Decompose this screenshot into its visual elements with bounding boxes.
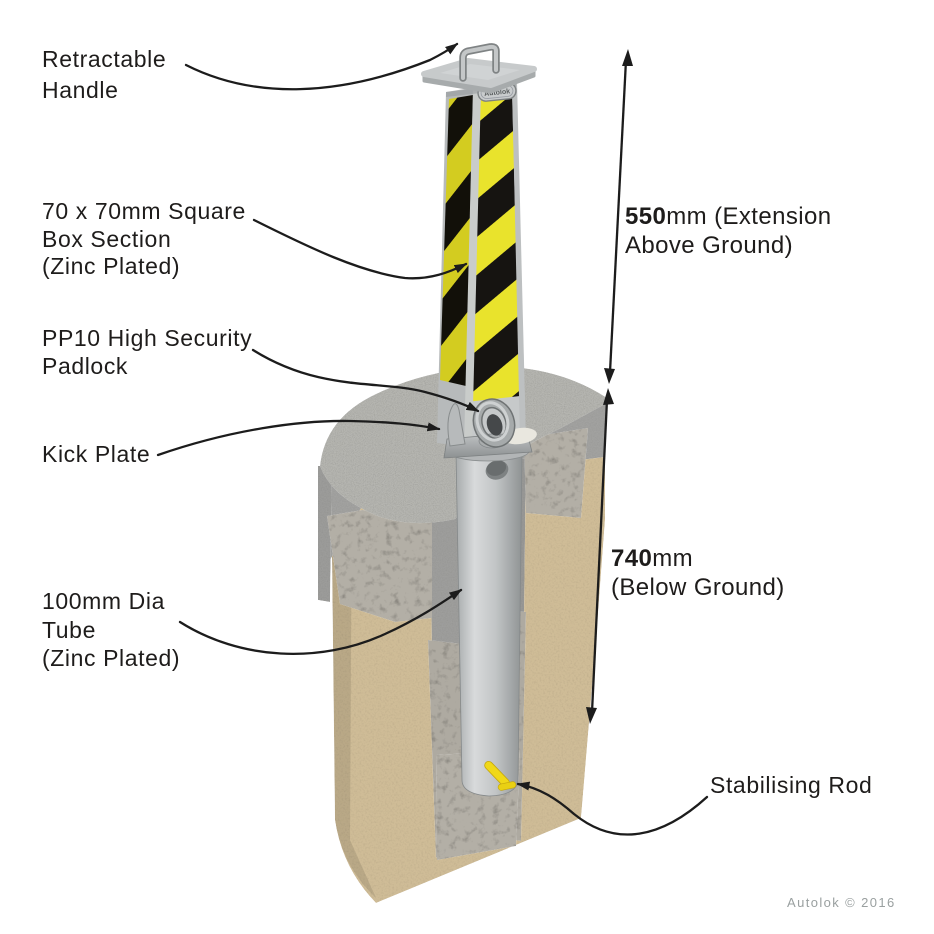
dimension-text: 550mm (Extension [625, 202, 832, 231]
copyright-credit: Autolok © 2016 [787, 895, 896, 910]
callout-line: Stabilising Rod [710, 772, 873, 798]
callout-line: (Zinc Plated) [42, 253, 181, 279]
dimension-unit: mm (Extension [666, 203, 832, 230]
drain-hole [485, 460, 509, 480]
callout-box-section: 70 x 70mm Square Box Section (Zinc Plate… [42, 198, 246, 281]
callout-retractable-handle: Retractable Handle [42, 44, 166, 106]
callout-line: Box Section [42, 225, 172, 252]
dimension-value: 740 [611, 545, 653, 572]
callout-tube: 100mm Dia Tube (Zinc Plated) [42, 587, 180, 673]
callout-line: Kick Plate [42, 441, 151, 467]
callout-line: Tube [42, 616, 96, 643]
callout-kick-plate: Kick Plate [42, 441, 150, 469]
callout-line: PP10 High Security [42, 325, 253, 351]
dimension-unit: mm [652, 545, 694, 572]
dimension-label-740: 740mm (Below Ground) [611, 544, 785, 602]
post-assembly: Autolok [421, 43, 537, 462]
dimension-label-550: 550mm (Extension Above Ground) [625, 202, 832, 260]
corner-ridge [464, 88, 481, 447]
leader-retractable-handle [184, 42, 459, 91]
callout-line: Handle [42, 77, 119, 103]
dimension-text: Above Ground) [625, 232, 793, 259]
dimension-line-740 [586, 388, 614, 724]
callout-padlock: PP10 High Security Padlock [42, 325, 252, 380]
ground-tube [455, 443, 523, 797]
dimension-text: 740mm [611, 544, 785, 573]
leader-stabilising-rod [516, 781, 709, 836]
leader-box-section [252, 218, 468, 280]
leader-padlock [251, 348, 480, 413]
leader-kick-plate [156, 419, 441, 457]
cap-plate [421, 58, 537, 94]
autolok-badge-label: Autolok [484, 88, 511, 98]
callout-stabilising-rod: Stabilising Rod [710, 772, 872, 800]
dimension-text: (Below Ground) [611, 574, 785, 601]
callout-line: (Zinc Plated) [42, 645, 181, 671]
dimension-line-550 [604, 49, 633, 384]
dimension-value: 550 [625, 203, 667, 230]
callout-line: Padlock [42, 352, 129, 379]
retractable-handle [459, 43, 500, 82]
stabilising-rod [484, 760, 517, 791]
leader-lines [156, 42, 709, 836]
callout-line: 70 x 70mm Square [42, 198, 246, 224]
callout-line: 100mm Dia [42, 588, 165, 614]
post-striped-section [437, 82, 526, 447]
kick-plate-fin [447, 403, 466, 447]
callout-line: Retractable [42, 46, 167, 72]
padlock [472, 398, 516, 449]
leader-tube [178, 588, 463, 655]
